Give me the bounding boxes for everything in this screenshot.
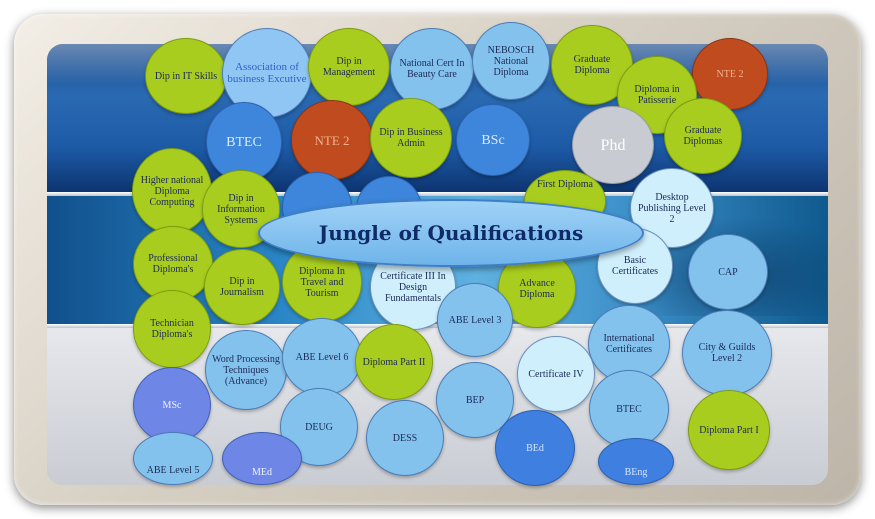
- bubble-diploma-part-i: Diploma Part I: [688, 390, 770, 470]
- diagram-title: Jungle of Qualifications: [318, 221, 584, 245]
- bubble-med: MEd: [222, 432, 302, 485]
- bubble-abe-level-6: ABE Level 6: [282, 318, 362, 396]
- bubble-phd: Phd: [572, 106, 654, 184]
- bubble-nte-mid: NTE 2: [291, 100, 373, 180]
- bubble-btec-top: BTEC: [206, 102, 282, 182]
- bubble-certificate-iv: Certificate IV: [517, 336, 595, 412]
- bubble-professional-diplomas: Professional Diploma's: [133, 226, 213, 302]
- bubble-dip-business-admin: Dip in Business Admin: [370, 98, 452, 178]
- bubble-national-cert-beauty: National Cert In Beauty Care: [390, 28, 474, 110]
- bubble-btec-bottom: BTEC: [589, 370, 669, 448]
- bubble-bed: BEd: [495, 410, 575, 486]
- bubble-bsc: BSc: [456, 104, 530, 176]
- title-oval: Jungle of Qualifications: [258, 199, 644, 267]
- bubble-bep: BEP: [436, 362, 514, 438]
- bubble-dip-it-skills: Dip in IT Skills: [145, 38, 227, 114]
- bubble-dess: DESS: [366, 400, 444, 476]
- bubble-city-guilds: City & Guilds Level 2: [682, 310, 772, 396]
- bubble-dip-management: Dip in Management: [308, 28, 390, 106]
- bubble-beng: BEng: [598, 438, 674, 485]
- band-separator-top: [47, 192, 828, 196]
- bubble-graduate-diplomas: Graduate Diplomas: [664, 98, 742, 174]
- bubble-technician-diplomas: Technician Diploma's: [133, 290, 211, 368]
- bubble-diploma-part-ii: Diploma Part II: [355, 324, 433, 400]
- bubble-nebosch: NEBOSCH National Diploma: [472, 22, 550, 100]
- bubble-abe-level-3: ABE Level 3: [437, 283, 513, 357]
- bubble-assoc-business: Association of business Excutive: [222, 28, 312, 118]
- bubble-cap: CAP: [688, 234, 768, 310]
- bubble-word-processing: Word Processing Techniques (Advance): [205, 330, 287, 410]
- bubble-dip-journalism: Dip in Journalism: [204, 249, 280, 325]
- bubble-abe-level-5: ABE Level 5: [133, 432, 213, 485]
- bubble-higher-national: Higher national Diploma Computing: [132, 148, 212, 234]
